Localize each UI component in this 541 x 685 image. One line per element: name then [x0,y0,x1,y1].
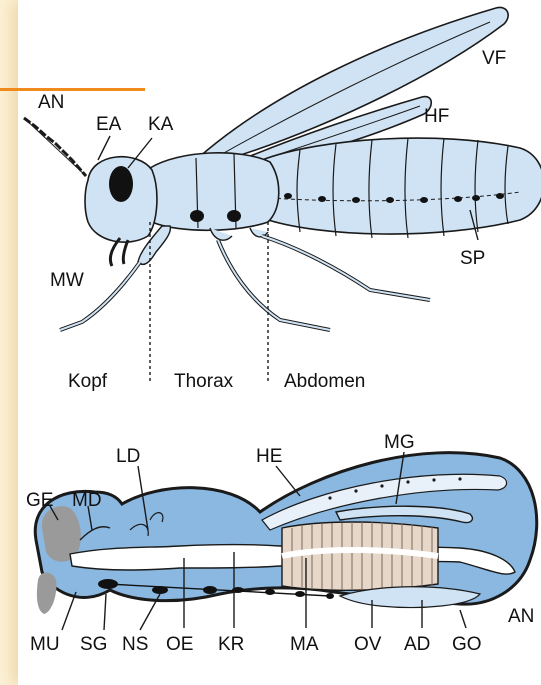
label-an-internal: AN [508,606,534,627]
compound-eye [109,166,133,202]
label-mw: MW [50,270,84,291]
label-vf: VF [482,48,506,69]
insect-internal-view [35,452,537,630]
mouthparts [110,238,120,266]
label-ld: LD [116,446,140,467]
mouth-part [37,573,56,615]
label-hf: HF [424,106,449,127]
label-mg: MG [384,432,415,453]
label-sp: SP [460,248,485,269]
label-oe: OE [166,634,193,655]
label-sg: SG [80,634,107,655]
label-ge: GE [26,490,53,511]
label-ka: KA [148,114,174,135]
label-go: GO [452,634,482,655]
label-ad: AD [404,634,430,655]
label-thorax: Thorax [174,371,234,392]
label-he: HE [256,446,282,467]
label-ea: EA [96,114,122,135]
insect-external-view [24,7,541,382]
label-ma: MA [290,634,319,655]
label-md: MD [72,490,102,511]
label-kr: KR [218,634,244,655]
label-abdomen: Abdomen [284,371,365,392]
label-kopf: Kopf [68,371,108,392]
label-mu: MU [30,634,60,655]
thorax [147,153,279,230]
label-an: AN [38,92,64,113]
abdomen [262,138,541,234]
label-ns: NS [122,634,148,655]
label-ov: OV [354,634,382,655]
